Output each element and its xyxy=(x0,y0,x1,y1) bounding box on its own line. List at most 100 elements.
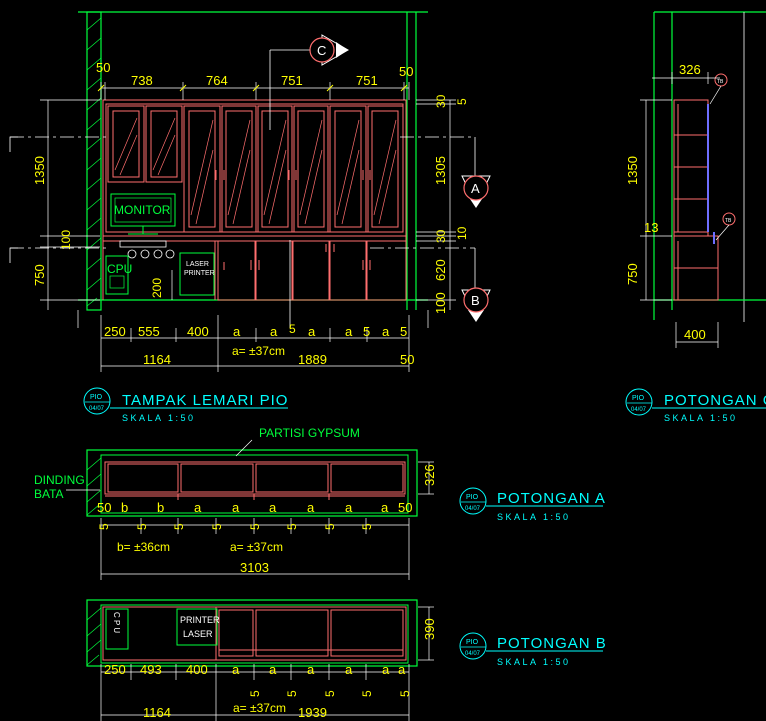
plan-b-dim-a4: a xyxy=(345,662,353,677)
plan-a-five-5: 5 xyxy=(248,523,262,530)
title-block-section-a: PIO 04/07 POTONGAN A SKALA 1:50 xyxy=(459,487,606,522)
right-dim-620: 620 xyxy=(433,259,448,281)
title-section-c-name: POTONGAN C xyxy=(664,392,766,409)
plan-b-five-1: 5 xyxy=(248,690,262,697)
marker-c-label: C xyxy=(317,43,326,58)
left-wall xyxy=(86,11,102,311)
plan-b-five-5: 5 xyxy=(398,690,412,697)
top-dim-50-left: 50 xyxy=(96,60,110,75)
bottom-dim-a2: a xyxy=(270,324,278,339)
plan-a-total: 3103 xyxy=(240,560,269,575)
plan-b-five-3: 5 xyxy=(323,690,337,697)
bottom-dim-a3: a xyxy=(308,324,316,339)
plan-a-dim-a1: a xyxy=(194,500,202,515)
right-dim-5-top: 5 xyxy=(455,98,469,105)
plan-a-dinding-label-2: BATA xyxy=(34,487,64,501)
section-c-height-lower: 750 xyxy=(625,263,640,285)
section-c-width-top: 326 xyxy=(679,62,701,77)
marker-a-label: A xyxy=(471,181,480,196)
plan-b-cpu-label: C P U xyxy=(112,612,121,633)
section-a-plan: PARTISI GYPSUM DINDING BATA 326 50 b b a… xyxy=(34,426,437,580)
title-section-a-sheet: 04/07 xyxy=(465,506,481,512)
section-c-tag-1: TB xyxy=(717,79,724,85)
title-block-section-b: PIO 04/07 POTONGAN B SKALA 1:50 xyxy=(459,632,606,667)
plan-a-dim-a3: a xyxy=(269,500,277,515)
plan-b-total-1939: 1939 xyxy=(298,705,327,720)
plan-a-dim-b2: b xyxy=(157,500,164,515)
lower-cabinet xyxy=(102,235,407,301)
left-dim-100: 100 xyxy=(59,230,73,250)
title-section-c-code: PIO xyxy=(632,395,645,402)
plan-a-five-3: 5 xyxy=(172,523,186,530)
plan-a-dim-50-right: 50 xyxy=(398,500,412,515)
plan-a-note-a: a= ±37cm xyxy=(230,540,283,554)
left-dim-1350: 1350 xyxy=(32,156,47,185)
monitor-label: MONITOR xyxy=(114,203,171,217)
title-section-b-sheet: 04/07 xyxy=(465,651,481,657)
bottom-dim-5a: 5 xyxy=(289,322,296,336)
plan-a-partisi-label: PARTISI GYPSUM xyxy=(259,426,360,440)
printer xyxy=(179,252,215,296)
title-elevation-sheet: 04/07 xyxy=(89,406,105,412)
bottom-dim-a4: a xyxy=(345,324,353,339)
title-section-b-code: PIO xyxy=(466,639,479,646)
top-dim-751-b: 751 xyxy=(356,73,378,88)
plan-b-dim-400: 400 xyxy=(186,662,208,677)
marker-b-label: B xyxy=(471,293,480,308)
title-section-a-name: POTONGAN A xyxy=(497,490,606,507)
plan-a-five-7: 5 xyxy=(323,523,337,530)
bottom-dim-5c: 5 xyxy=(400,324,407,339)
bottom-dim-555: 555 xyxy=(138,324,160,339)
plan-b-total-1164: 1164 xyxy=(143,705,171,720)
right-dim-1305: 1305 xyxy=(433,156,448,185)
section-c-height-13: 13 xyxy=(644,220,658,235)
bottom-dim-250: 250 xyxy=(104,324,126,339)
plan-a-dim-50-left: 50 xyxy=(97,500,111,515)
plan-a-dinding-label-1: DINDING xyxy=(34,473,85,487)
dim-200: 200 xyxy=(150,278,164,298)
section-c-width-bottom: 400 xyxy=(684,327,706,342)
plan-a-five-4: 5 xyxy=(210,523,224,530)
title-elevation-name: TAMPAK LEMARI PIO xyxy=(122,392,288,409)
top-dim-751-a: 751 xyxy=(281,73,303,88)
cpu-tower xyxy=(105,255,129,295)
marker-a: A xyxy=(461,175,491,208)
plan-a-five-2: 5 xyxy=(135,523,149,530)
plan-b-printer-label-1: PRINTER xyxy=(180,615,220,625)
plan-b-dim-250: 250 xyxy=(104,662,126,677)
plan-b-dim-a1: a xyxy=(232,662,240,677)
title-section-a-scale: SKALA 1:50 xyxy=(497,512,571,522)
plan-b-note-a: a= ±37cm xyxy=(233,701,286,715)
top-dim-738: 738 xyxy=(131,73,153,88)
plan-b-five-2: 5 xyxy=(285,690,299,697)
plan-a-five-8: 5 xyxy=(360,523,374,530)
plan-b-five-4: 5 xyxy=(360,690,374,697)
section-c-tag-2: TB xyxy=(725,218,732,224)
title-elevation-code: PIO xyxy=(90,394,103,401)
section-c-height-upper: 1350 xyxy=(625,156,640,185)
bottom-total-1164: 1164 xyxy=(143,352,171,367)
title-section-c-scale: SKALA 1:50 xyxy=(664,413,738,423)
plan-a-dim-b1: b xyxy=(121,500,128,515)
title-section-c-sheet: 04/07 xyxy=(631,407,647,413)
marker-b: B xyxy=(461,287,491,322)
left-dim-750: 750 xyxy=(32,264,47,286)
cpu-label: CPU xyxy=(107,262,132,276)
plan-b-dim-a3: a xyxy=(307,662,315,677)
plan-b-printer-label-2: LASER xyxy=(183,629,213,639)
plan-b-dim-a2: a xyxy=(269,662,277,677)
plan-a-note-b: b= ±36cm xyxy=(117,540,170,554)
plan-a-five-6: 5 xyxy=(285,523,299,530)
upper-cabinet xyxy=(102,99,407,237)
title-section-a-code: PIO xyxy=(466,494,479,501)
title-block-section-c: PIO 04/07 POTONGAN C SKALA 1:50 xyxy=(625,388,766,423)
bottom-dim-400: 400 xyxy=(187,324,209,339)
top-dim-764: 764 xyxy=(206,73,228,88)
plan-a-dim-a4: a xyxy=(307,500,315,515)
right-dim-10: 10 xyxy=(455,226,469,240)
top-dim-50-right: 50 xyxy=(399,64,413,79)
plan-b-depth: 390 xyxy=(422,618,437,640)
printer-label-1: LASER xyxy=(186,261,209,268)
right-dim-100: 100 xyxy=(433,292,448,314)
